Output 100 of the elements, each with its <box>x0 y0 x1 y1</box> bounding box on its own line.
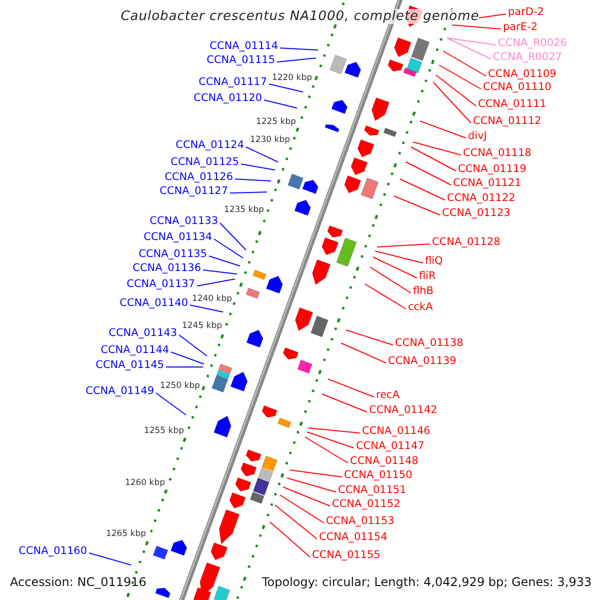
gene-label: CCNA_01135 <box>138 248 207 261</box>
leader-line <box>274 504 318 540</box>
leader-line <box>446 38 496 46</box>
leader-line <box>264 100 298 108</box>
leader-line <box>214 238 244 258</box>
gene-label: CCNA_01125 <box>170 156 239 169</box>
leader-line <box>220 222 246 250</box>
leader-line <box>280 48 318 50</box>
gene-label: CCNA_01147 <box>356 440 424 453</box>
gene-label: CCNA_01112 <box>473 115 542 128</box>
leader-line <box>290 470 342 478</box>
gene-label: CCNA_01127 <box>160 185 228 198</box>
gene-label: CCNA_01121 <box>453 177 522 190</box>
leader-line <box>374 250 424 264</box>
leader-line <box>170 352 204 364</box>
leader-line <box>304 436 348 464</box>
leader-line <box>412 142 462 156</box>
leader-line <box>286 478 336 492</box>
gene-label: CCNA_01134 <box>144 231 212 244</box>
leader-line <box>196 278 236 286</box>
scale-label: 1245 kbp <box>182 321 222 331</box>
leader-line <box>276 58 316 62</box>
gene-label: CCNA_01143 <box>108 327 177 340</box>
footer-text: Accession: NC_011916 <box>10 575 146 590</box>
scale-label: 1235 kbp <box>224 205 264 215</box>
leader-line <box>436 74 476 106</box>
scale-label: 1240 kbp <box>192 294 232 304</box>
leader-line <box>308 428 360 434</box>
leader-line <box>208 256 240 266</box>
leader-line <box>376 244 430 248</box>
gene-label: divJ <box>468 130 487 143</box>
leader-line <box>246 146 278 162</box>
footer-text: Topology: circular; Length: 4,042,929 bp; Genes: 3,933 <box>262 575 592 590</box>
gene-label: CCNA_01128 <box>432 236 500 249</box>
scale-label: 1255 kbp <box>144 426 184 436</box>
leader-line <box>446 38 492 60</box>
gene-label: CCNA_01155 <box>312 549 380 562</box>
leader-line <box>166 366 204 368</box>
scale-label: 1260 kbp <box>124 478 165 488</box>
leader-line <box>178 334 208 356</box>
gene-label: CCNA_01118 <box>463 147 532 160</box>
leader-line <box>230 192 268 194</box>
leader-line <box>478 14 506 18</box>
leader-line <box>452 24 502 30</box>
gene-label: CCNA_01137 <box>126 278 195 291</box>
leader-line <box>322 394 368 412</box>
gene-label: CCNA_01109 <box>488 68 556 81</box>
gene-label: CCNA_01142 <box>369 404 438 417</box>
leader-line <box>268 84 304 92</box>
gene-label: recA <box>376 389 400 402</box>
leader-line <box>340 342 386 364</box>
gene-label: CCNA_01151 <box>338 484 406 497</box>
gene-label: CCNA_01120 <box>194 92 262 105</box>
leader-line <box>372 256 418 278</box>
leader-line <box>364 284 406 310</box>
gene-label: CCNA_01138 <box>395 337 464 350</box>
gene-label: CCNA_01153 <box>326 515 394 528</box>
leader-line <box>280 494 324 524</box>
scale-label: 1265 kbp <box>106 529 146 539</box>
gene-label: CCNA_01154 <box>319 531 388 544</box>
gene-label: CCNA_01160 <box>18 545 87 558</box>
gene-label: CCNA_01123 <box>442 207 510 220</box>
leader-line <box>240 164 276 170</box>
leader-line <box>346 330 394 346</box>
gene-label: fliR <box>419 270 436 283</box>
gene-label: CCNA_01149 <box>86 385 154 398</box>
scale-label: 1250 kbp <box>160 381 200 391</box>
gene-label: CCNA_01148 <box>350 455 418 468</box>
leader-line <box>306 432 354 448</box>
title: Caulobacter crescentus NA1000, complete genome <box>120 9 480 24</box>
leader-line <box>282 486 330 506</box>
gene-label: parD-2 <box>508 6 544 19</box>
gene-label: CCNA_01136 <box>132 262 201 275</box>
gene-label: parE-2 <box>503 21 538 34</box>
gene-label: fliQ <box>425 255 443 268</box>
leader-line <box>234 178 272 182</box>
gene-label: cckA <box>408 301 433 314</box>
leader-line <box>400 178 446 200</box>
leader-line <box>156 392 186 416</box>
leader-line <box>370 266 412 294</box>
leader-line <box>432 82 472 124</box>
leader-line <box>442 50 486 76</box>
gene-label: CCNA_01140 <box>120 297 188 310</box>
gene-label: CCNA_01114 <box>210 40 278 53</box>
leader-line <box>394 196 440 216</box>
gene-label: CCNA_01139 <box>388 355 456 368</box>
scale-label: 1220 kbp <box>272 73 312 83</box>
gene-label: CCNA_01145 <box>96 359 164 372</box>
gene-label: CCNA_01126 <box>164 171 233 184</box>
gene-label: CCNA_01111 <box>478 98 546 111</box>
gene-label: CCNA_01144 <box>100 344 169 357</box>
leader-line <box>406 162 452 186</box>
leader-line <box>190 304 224 312</box>
gene-label: CCNA_01146 <box>362 425 430 438</box>
leader-line <box>328 378 374 398</box>
scale-label: 1230 kbp <box>250 135 290 145</box>
leader-line <box>88 552 132 566</box>
gene-label: CCNA_01110 <box>483 81 552 94</box>
gene-label: CCNA_R0026 <box>498 37 567 50</box>
gene-label: CCNA_01152 <box>332 498 400 511</box>
